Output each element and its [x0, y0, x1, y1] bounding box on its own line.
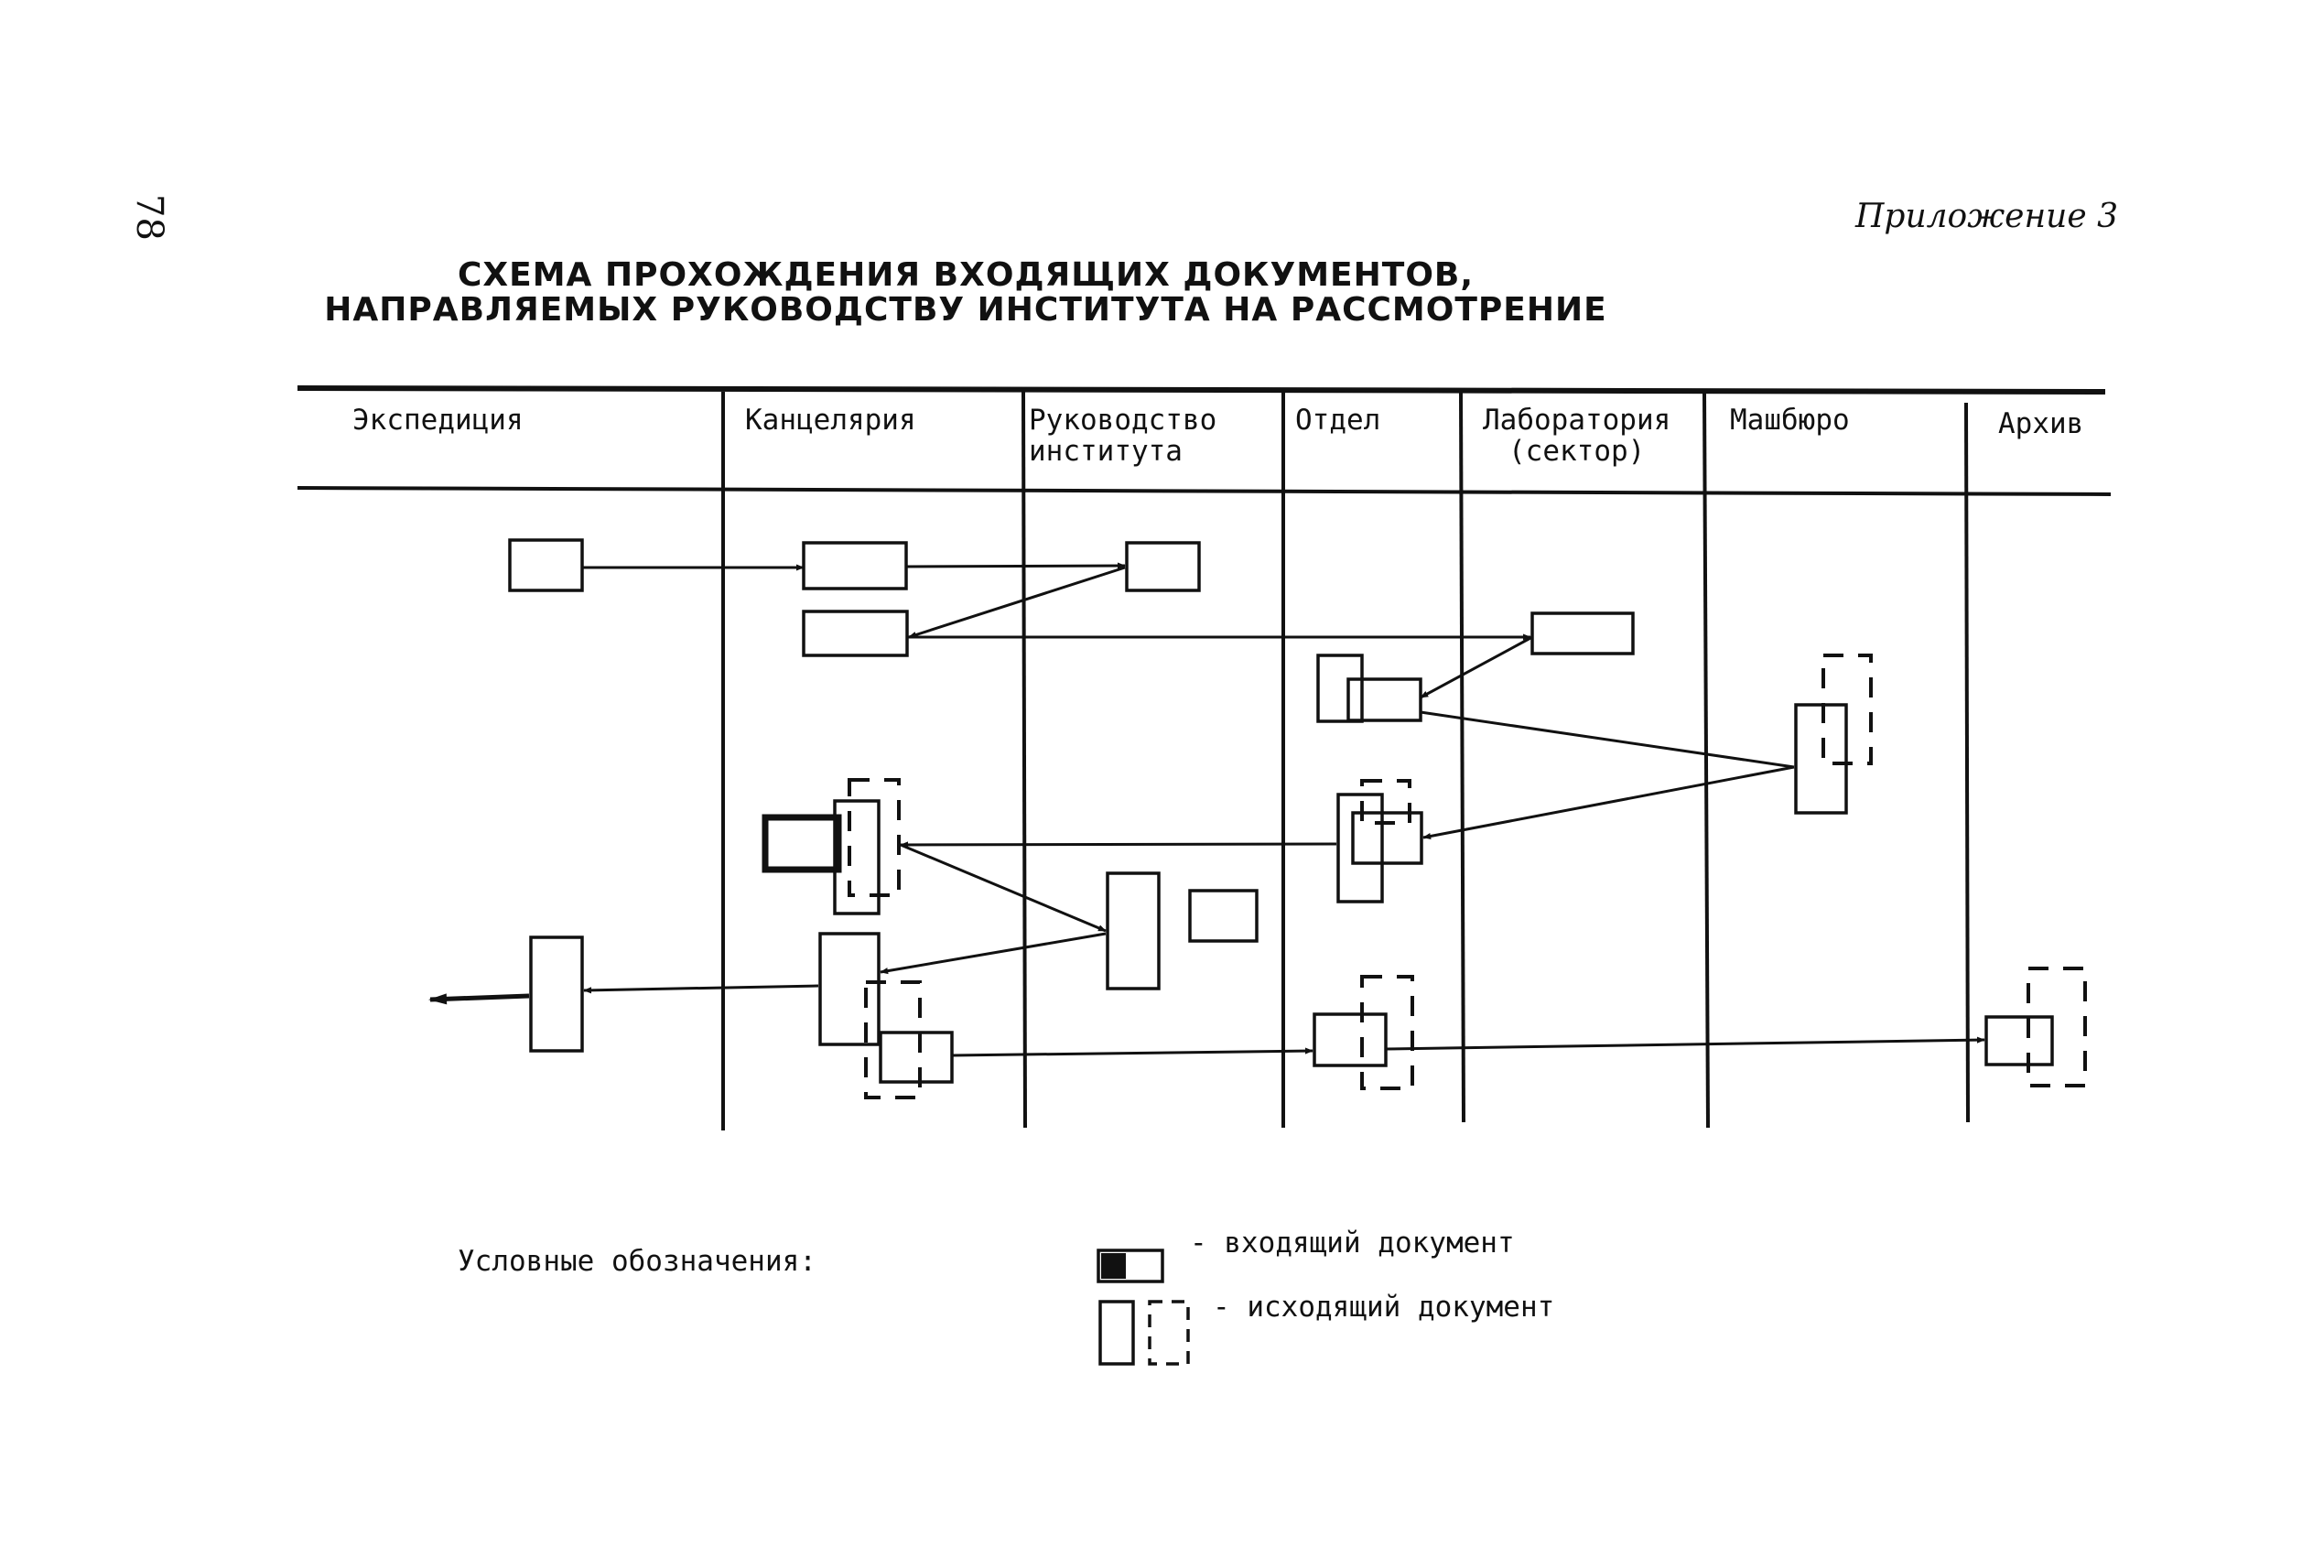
- document-box: [1351, 811, 1423, 865]
- document-box: [1794, 703, 1848, 815]
- document-copy: [864, 980, 922, 1099]
- document-box: [1125, 541, 1201, 592]
- flow-arrow: [951, 1047, 1313, 1057]
- legend-incoming-fill: [1101, 1253, 1126, 1279]
- document-copies: [848, 654, 2087, 1099]
- column-label-laboratory: Лаборатория (сектор): [1483, 404, 1671, 468]
- flow-arrow: [1385, 1036, 1985, 1051]
- column-label-department: Отдел: [1295, 404, 1381, 437]
- flow-arrow: [900, 843, 1107, 933]
- flow-arrow: [905, 562, 1126, 569]
- document-box: [1346, 677, 1422, 722]
- column-divider: [1459, 391, 1465, 1123]
- appendix-label: Приложение 3: [1855, 198, 2118, 235]
- diagram-title-line-2: НАПРАВЛЯЕМЫХ РУКОВОДСТВУ ИНСТИТУТА НА РА…: [324, 291, 1607, 329]
- document-copy: [1360, 779, 1411, 825]
- column-dividers: [721, 391, 1970, 1130]
- legend-caption: Условные обозначения:: [458, 1245, 816, 1278]
- document-box: [1188, 889, 1259, 943]
- flow-arrow: [1420, 635, 1533, 699]
- flow-arrow: [583, 984, 819, 994]
- document-copy: [2027, 967, 2087, 1087]
- document-box: [1984, 1015, 2054, 1066]
- document-box: [1316, 654, 1364, 723]
- document-box: [1313, 1012, 1388, 1067]
- legend-outgoing-copy: [1148, 1300, 1190, 1366]
- column-divider: [1964, 402, 1970, 1123]
- document-box: [818, 932, 881, 1046]
- flow-arrows: [428, 562, 1985, 1057]
- flow-arrow: [908, 566, 1126, 639]
- document-box: [1530, 611, 1635, 655]
- column-label-archive: Архив: [1998, 407, 2084, 440]
- legend-outgoing-box: [1098, 1300, 1135, 1366]
- column-label-expedition: Экспедиция: [352, 404, 524, 437]
- flow-arrow-exit: [428, 993, 530, 1005]
- column-label-chancellery: Канцелярия: [745, 404, 916, 437]
- column-label-management: Руководство института: [1029, 404, 1217, 468]
- flow-line: [1420, 710, 1795, 769]
- legend-symbols: [1097, 1249, 1190, 1366]
- diagram-title-line-1: СХЕМА ПРОХОЖДЕНИЯ ВХОДЯЩИХ ДОКУМЕНТОВ,: [457, 256, 1475, 294]
- legend-incoming-box: [1097, 1249, 1164, 1283]
- flow-arrow: [880, 932, 1107, 975]
- column-divider: [1021, 391, 1027, 1129]
- column-divider: [1702, 391, 1710, 1129]
- legend-outgoing-label: - исходящий документ: [1213, 1291, 1555, 1324]
- document-box: [529, 935, 584, 1053]
- document-boxes: [508, 538, 2054, 1084]
- document-box: [762, 814, 842, 873]
- document-box: [879, 1031, 954, 1084]
- flow-arrow: [1422, 765, 1795, 840]
- document-copy: [848, 778, 901, 897]
- document-box: [833, 799, 881, 915]
- document-box: [1336, 793, 1384, 903]
- document-box: [802, 610, 909, 657]
- document-copy: [1821, 654, 1873, 765]
- header-separator: [297, 486, 2112, 496]
- document-box: [802, 541, 908, 590]
- document-copy: [1360, 975, 1414, 1090]
- flow-arrow: [900, 841, 1337, 849]
- legend-incoming-label: - входящий документ: [1190, 1227, 1515, 1260]
- document-box: [1106, 871, 1161, 990]
- table-top-border: [297, 385, 2106, 395]
- document-box: [508, 538, 584, 592]
- column-label-typing-bureau: Машбюро: [1730, 404, 1850, 437]
